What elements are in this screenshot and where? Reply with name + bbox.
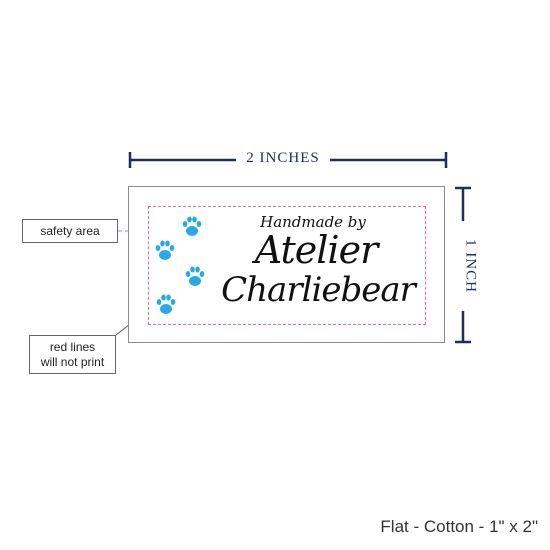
paw-print-icon	[182, 216, 202, 236]
label-brand-line-2: Charliebear	[221, 270, 416, 310]
height-dimension-label: 1 INCH	[461, 221, 479, 311]
label-brand-line-1: Atelier	[254, 228, 379, 272]
paw-print-icon	[156, 294, 176, 314]
safety-area-text: safety area	[40, 224, 100, 238]
paw-print-icon	[155, 240, 175, 260]
red-lines-text-1: red lines	[49, 340, 96, 354]
label-preview	[128, 186, 445, 343]
safety-area-outline	[148, 206, 426, 325]
label-tagline: Handmade by	[260, 213, 366, 231]
width-dimension-label: 2 INCHES	[236, 150, 330, 167]
red-lines-text-2: will not print	[40, 355, 105, 369]
product-caption: Flat - Cotton - 1" x 2"	[380, 517, 538, 536]
red-lines-callout: red lines will not print	[29, 335, 116, 374]
width-dimension-line	[128, 152, 448, 168]
safety-area-callout: safety area	[22, 219, 118, 243]
paw-print-icon	[185, 266, 205, 286]
